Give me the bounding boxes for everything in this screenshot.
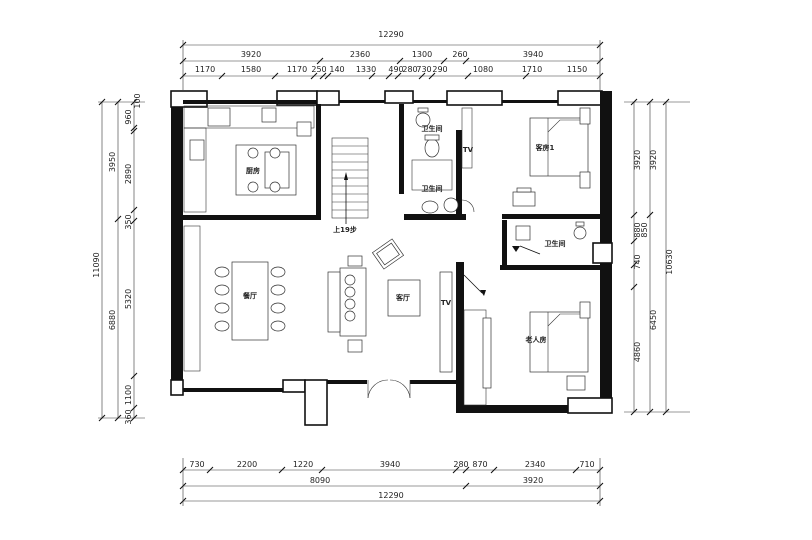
dim-top-row2-7: 490 bbox=[388, 65, 403, 74]
dim-bottom-row2-2: 3920 bbox=[523, 476, 543, 485]
dim-bottom-row1-4: 3940 bbox=[380, 460, 400, 469]
dim-left-g2-f: 1100 bbox=[124, 385, 133, 405]
bathroom-top bbox=[411, 107, 459, 214]
dim-bottom-total: 12290 bbox=[378, 491, 403, 500]
dim-bottom-row1-5: 280 bbox=[453, 460, 468, 469]
dim-top-total: 12290 bbox=[378, 30, 403, 39]
dim-top-row2-3: 1170 bbox=[287, 65, 307, 74]
room-label-bathroom-1: 卫生间 bbox=[422, 124, 443, 133]
dim-top-row2-5: 140 bbox=[329, 65, 344, 74]
dim-right-g2-c: 850 bbox=[640, 222, 649, 237]
dim-left-g2-e: 5320 bbox=[124, 289, 133, 309]
dim-top-row2-6: 1330 bbox=[356, 65, 376, 74]
tv-label-living: TV bbox=[441, 299, 452, 307]
dim-top-row2-4: 250 bbox=[311, 65, 326, 74]
dim-top-row2-12: 1710 bbox=[522, 65, 542, 74]
top-dimension-chain: 12290 3920 2360 1300 260 3940 1170 1580 … bbox=[179, 30, 604, 90]
dim-right-g1-a: 3920 bbox=[649, 150, 658, 170]
left-dimension-chain: 11090 3950 6880 960 100 2890 350 5320 11… bbox=[92, 93, 145, 425]
room-label-living: 客厅 bbox=[395, 293, 410, 302]
dim-left-g2-d: 350 bbox=[124, 214, 133, 229]
dim-right-g2-e: 4860 bbox=[633, 342, 642, 362]
dim-top-row2-1: 1170 bbox=[195, 65, 215, 74]
dim-top-row1-c: 1300 bbox=[412, 50, 432, 59]
dim-top-row1-a: 3920 bbox=[241, 50, 261, 59]
dim-top-row2-13: 1150 bbox=[567, 65, 587, 74]
elder-bedroom bbox=[463, 274, 591, 406]
dim-top-row1-d: 260 bbox=[452, 50, 467, 59]
dining-area bbox=[183, 225, 286, 372]
stairs bbox=[331, 137, 369, 224]
right-dimension-chain: 3920 880 850 740 4860 3920 6450 10630 bbox=[624, 98, 690, 416]
dim-bottom-row1-8: 710 bbox=[579, 460, 594, 469]
dim-right-g2-a: 3920 bbox=[633, 150, 642, 170]
stairs-label: 上19步 bbox=[333, 225, 357, 234]
dim-bottom-row1-1: 730 bbox=[189, 460, 204, 469]
kitchen bbox=[183, 105, 315, 213]
dim-top-row2-11: 1080 bbox=[473, 65, 493, 74]
dim-left-g2-c: 2890 bbox=[124, 164, 133, 184]
dim-bottom-row1-2: 2200 bbox=[237, 460, 257, 469]
dim-left-total: 11090 bbox=[92, 252, 101, 277]
dim-right-total: 10630 bbox=[665, 249, 674, 274]
room-label-guest-bedroom: 客房1 bbox=[535, 143, 555, 152]
dim-right-g2-d: 740 bbox=[633, 254, 642, 269]
guest-bedroom bbox=[461, 107, 591, 213]
dim-top-row1-b: 2360 bbox=[350, 50, 370, 59]
dim-bottom-row1-6: 870 bbox=[472, 460, 487, 469]
dim-top-row2-8: 280 bbox=[402, 65, 417, 74]
dim-right-g1-b: 6450 bbox=[649, 310, 658, 330]
dim-right-g2-b: 880 bbox=[633, 222, 642, 237]
room-label-kitchen: 厨房 bbox=[246, 166, 260, 175]
dim-bottom-row2-1: 8090 bbox=[310, 476, 330, 485]
dim-left-g1-b: 6880 bbox=[108, 310, 117, 330]
dim-top-row1-e: 3940 bbox=[523, 50, 543, 59]
bottom-dimension-chain: 730 2200 1220 3940 280 870 2340 710 8090… bbox=[179, 458, 604, 506]
dim-left-g2-b: 100 bbox=[133, 93, 142, 108]
room-label-bathroom-3: 卫生间 bbox=[545, 239, 566, 248]
dim-left-g2-g: 360 bbox=[124, 409, 133, 424]
dim-bottom-row1-7: 2340 bbox=[525, 460, 545, 469]
dim-left-g2-a: 960 bbox=[124, 109, 133, 124]
walls bbox=[170, 90, 613, 426]
dim-top-row2-2: 1580 bbox=[241, 65, 261, 74]
bathroom-small bbox=[512, 221, 587, 255]
dim-top-row2-9: 730 bbox=[416, 65, 431, 74]
living-area bbox=[327, 238, 453, 399]
dim-left-g1-a: 3950 bbox=[108, 152, 117, 172]
dim-top-row2-10: 290 bbox=[432, 65, 447, 74]
room-label-elder-bedroom: 老人房 bbox=[525, 335, 547, 344]
dim-bottom-row1-3: 1220 bbox=[293, 460, 313, 469]
room-label-dining: 餐厅 bbox=[242, 291, 257, 300]
tv-label-guest: TV bbox=[463, 146, 474, 154]
room-label-bathroom-2: 卫生间 bbox=[422, 184, 443, 193]
